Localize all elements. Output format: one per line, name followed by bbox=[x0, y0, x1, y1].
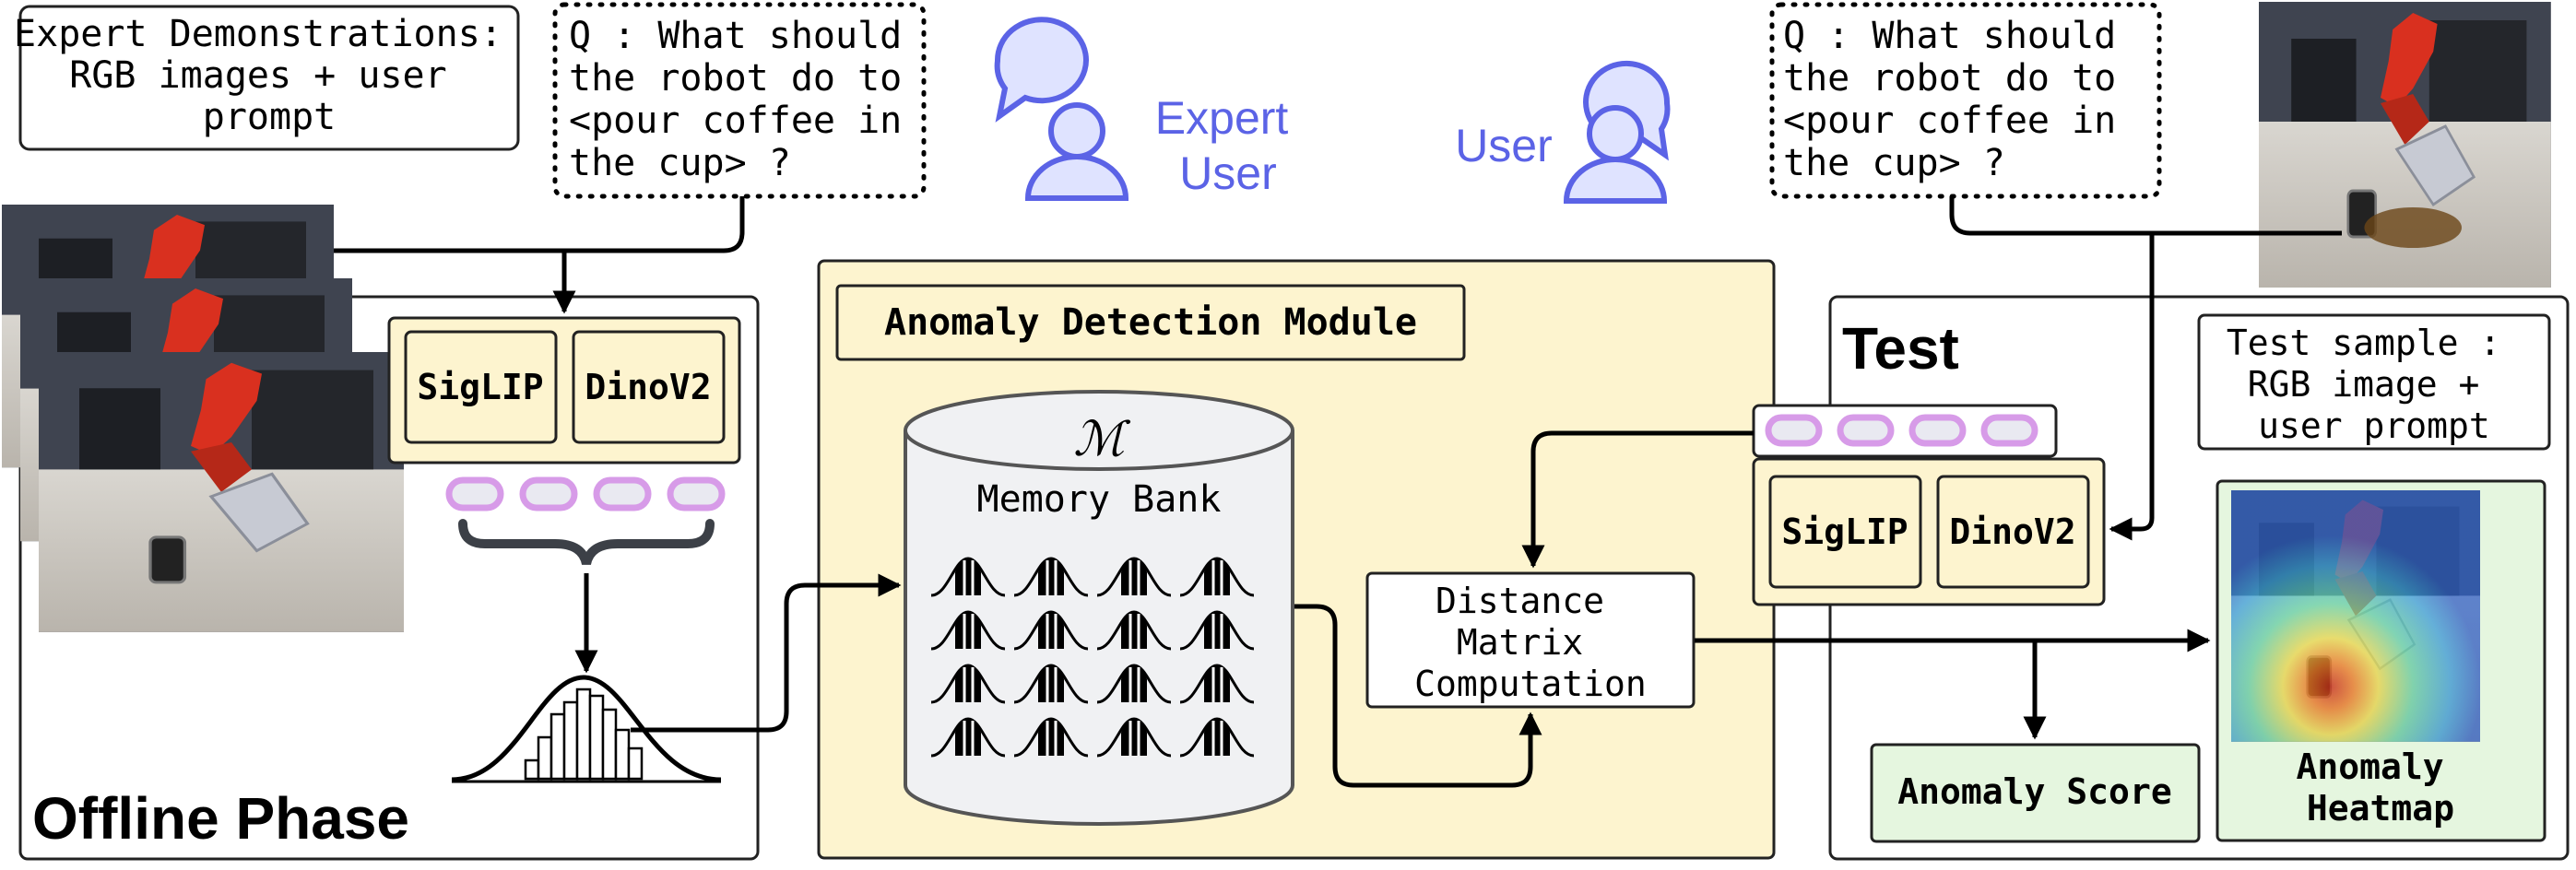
expert-demonstrations-box: Expert Demonstrations: RGB images + user… bbox=[14, 5, 525, 151]
left-prompt-box: Q : What should the robot do to <pour co… bbox=[552, 2, 927, 199]
left-prompt-line-2: the robot do to bbox=[569, 57, 902, 100]
svg-text:Expert User: Expert User bbox=[1155, 92, 1301, 199]
memory-bank-cylinder: ℳ Memory Bank bbox=[904, 390, 1294, 826]
left-prompt-line-1: Q : What should bbox=[569, 15, 902, 57]
svg-text:Expert Demonstrations: R: Expert Demonstrations: RGB images + user… bbox=[14, 13, 525, 138]
brace-icon bbox=[458, 519, 715, 566]
offline-encoder-group: SigLIP DinoV2 bbox=[387, 316, 741, 464]
gaussian-histogram-icon bbox=[451, 675, 722, 783]
distance-line-3: Computation bbox=[1414, 664, 1647, 704]
offline-dinov2-label: DinoV2 bbox=[585, 367, 711, 407]
offline-phase-title: Offline Phase bbox=[32, 785, 409, 852]
test-dinov2-label: DinoV2 bbox=[1949, 511, 2075, 552]
expert-user-icon bbox=[994, 17, 1129, 201]
left-prompt-line-4: the cup> ? bbox=[569, 142, 791, 184]
expert-user-label-1: Expert bbox=[1155, 92, 1289, 144]
test-sample-line-2: RGB image + bbox=[2248, 364, 2480, 405]
memory-bank-label: Memory Bank bbox=[977, 478, 1222, 521]
right-prompt-box: Q : What should the robot do to <pour co… bbox=[1769, 2, 2162, 199]
offline-token-row bbox=[445, 476, 726, 511]
expert-demo-line-3: prompt bbox=[203, 96, 337, 138]
heatmap-label-1: Anomaly bbox=[2296, 747, 2443, 787]
test-encoder-group: SigLIP DinoV2 bbox=[1752, 457, 2106, 606]
distance-line-1: Distance bbox=[1436, 581, 1604, 621]
test-token-row bbox=[1752, 404, 2058, 458]
right-prompt-line-4: the cup> ? bbox=[1783, 142, 2005, 184]
user-icon bbox=[1563, 60, 1671, 204]
test-sample-line-1: Test sample : bbox=[2227, 323, 2500, 363]
test-siglip-label: SigLIP bbox=[1781, 511, 1908, 552]
left-prompt-line-3: <pour coffee in bbox=[569, 100, 902, 142]
memory-bank-symbol: ℳ bbox=[1073, 412, 1130, 467]
right-prompt-line-1: Q : What should bbox=[1783, 15, 2116, 57]
distance-matrix-box: Distance Matrix Computation bbox=[1365, 571, 1696, 709]
right-prompt-line-2: the robot do to bbox=[1783, 57, 2116, 100]
offline-siglip-label: SigLIP bbox=[417, 367, 543, 407]
test-sample-line-3: user prompt bbox=[2258, 406, 2490, 446]
test-title: Test bbox=[1842, 315, 1959, 382]
right-prompt-line-3: <pour coffee in bbox=[1783, 100, 2116, 142]
anomaly-module-title: Anomaly Detection Module bbox=[884, 301, 1417, 344]
svg-text:Anomaly Heatmap: Anomaly Heatmap bbox=[2296, 747, 2464, 829]
anomaly-score-box: Anomaly Score bbox=[1870, 743, 2201, 843]
expert-demo-line-1: Expert Demonstrations: bbox=[14, 13, 502, 55]
anomaly-score-label: Anomaly Score bbox=[1897, 771, 2171, 812]
demo-image-stack bbox=[0, 203, 406, 634]
test-sample-box: Test sample : RGB image + user prompt bbox=[2197, 313, 2551, 451]
svg-text:Q : What should the robo: Q : What should the robot do to <pour co… bbox=[1783, 15, 2138, 184]
svg-text:Distance Matrix Co: Distance Matrix Computation bbox=[1414, 581, 1647, 704]
expert-user-label-2: User bbox=[1179, 147, 1277, 199]
svg-text:Q : What should the robo: Q : What should the robot do to <pour co… bbox=[569, 15, 924, 184]
anomaly-heatmap-box: Anomaly Heatmap bbox=[2216, 479, 2546, 842]
connectors bbox=[334, 196, 2342, 788]
test-robot-photo bbox=[2257, 0, 2553, 289]
distance-line-2: Matrix bbox=[1457, 622, 1583, 663]
heatmap-label-2: Heatmap bbox=[2307, 788, 2454, 829]
svg-text:Test sample : RGB image: Test sample : RGB image + user prompt bbox=[2227, 323, 2522, 446]
expert-demo-line-2: RGB images + user bbox=[69, 54, 446, 97]
user-label: User bbox=[1455, 120, 1553, 171]
